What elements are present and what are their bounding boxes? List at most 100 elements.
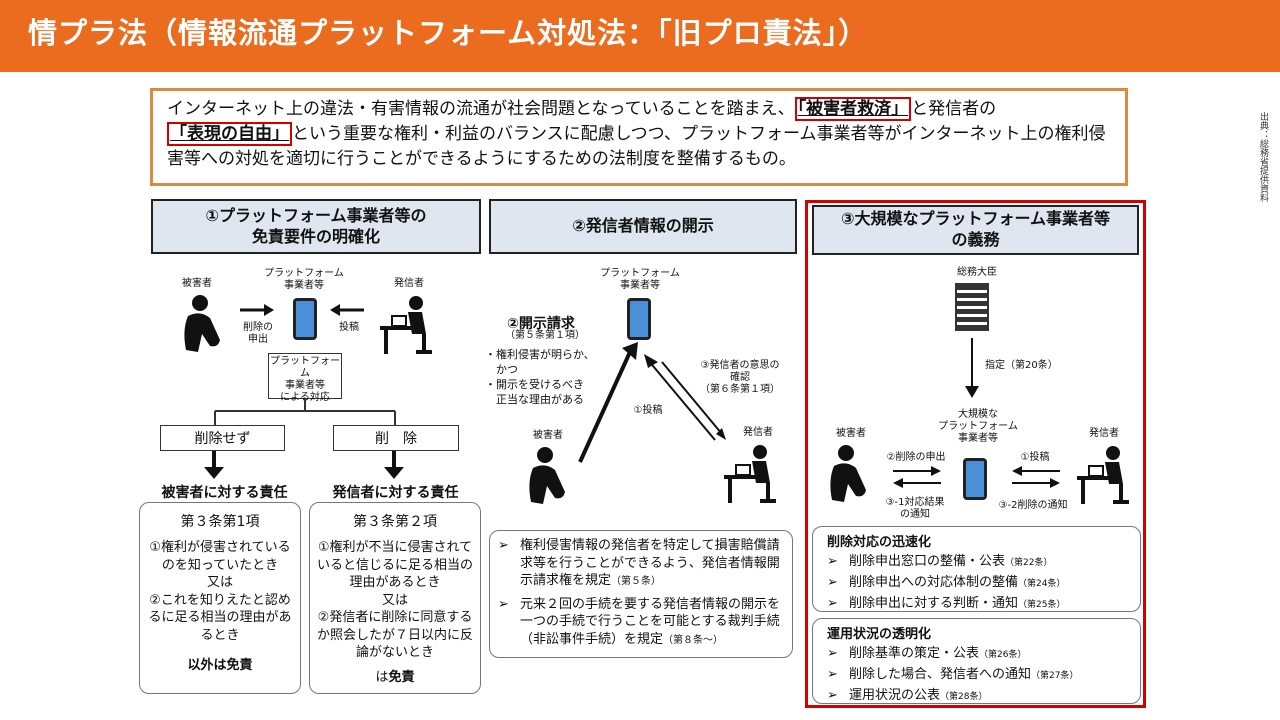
highlight-victim-relief: 「被害者救済」 <box>794 97 912 121</box>
result-notice-label: ③-1対応結果 の通知 <box>885 497 945 520</box>
minister-label: 総務大臣 <box>957 267 997 278</box>
source-note: 出典：総務省提供資料 <box>1258 112 1268 202</box>
intro-text-1: インターネット上の違法・有害情報の流通が社会問題となっていることを踏まえ、 <box>167 99 795 119</box>
speed-item: ➢ 削除申出への対応体制の整備（第24条） <box>827 573 1126 594</box>
checkmark-bullet-icon: ➢ <box>498 596 509 612</box>
article3-1-box: 第３条第1項 ①権利が侵害されているのを知っていたとき 又は ②これを知りえたと… <box>139 502 301 694</box>
highlight-freedom-expression: 「表現の自由」 <box>167 122 292 146</box>
page-header: 情プラ法（情報流通プラットフォーム対処法：「旧プロ責法」） <box>0 0 1280 72</box>
article3-1-body: ①権利が侵害されているのを知っていたとき 又は ②これを知りえたと認めるに足る相… <box>148 540 292 643</box>
exchange-arrows-icon <box>893 466 941 488</box>
arrow-icon <box>240 304 274 316</box>
person-at-desk-icon <box>380 296 432 354</box>
article3-2-title: 第３条第２項 <box>353 514 437 530</box>
section3-highlight-frame <box>805 200 1146 708</box>
delete-box: 削 除 <box>333 425 459 451</box>
page-title: 情プラ法（情報流通プラットフォーム対処法：「旧プロ責法」） <box>28 16 869 50</box>
checkmark-bullet-icon: ➢ <box>827 667 838 682</box>
disclosure-arrows <box>578 342 726 463</box>
transparency-item: ➢ 削除した場合、発信者への通知（第27条） <box>827 665 1126 686</box>
exchange-arrows-icon <box>1012 466 1060 488</box>
person-sitting-icon <box>830 445 866 502</box>
checkmark-bullet-icon: ➢ <box>827 646 838 661</box>
article3-1-title: 第３条第1項 <box>180 514 260 530</box>
s1-delete-request-label: 削除の 申出 <box>243 322 273 345</box>
speed-box: 削除対応の迅速化 ➢ 削除申出窓口の整備・公表（第22条） ➢ 削除申出への対応体制… <box>812 526 1141 612</box>
item-ref: （第28条） <box>940 692 988 702</box>
section3-title: ③大規模なプラットフォーム事業者等 の義務 <box>812 205 1139 255</box>
checkmark-bullet-icon: ➢ <box>827 688 838 703</box>
arrow-icon <box>330 304 364 316</box>
s2-post-label: ①投稿 <box>633 405 663 416</box>
no-delete-box: 削除せず <box>160 425 285 451</box>
transparency-box: 運用状況の透明化 ➢ 削除基準の策定・公表（第26条） ➢ 削除した場合、発信者への… <box>812 618 1141 704</box>
arrow-down-icon <box>384 451 404 479</box>
article3-1-footer: 以外は免責 <box>148 654 292 673</box>
checkmark-bullet-icon: ➢ <box>498 538 509 553</box>
disclosure-article-label: （第５条第１項） <box>505 330 585 341</box>
s3-delete-request-label: ②削除の申出 <box>886 452 946 463</box>
checkmark-bullet-icon: ➢ <box>827 554 838 569</box>
item-text: 削除申出窓口の整備・公表 <box>849 554 1006 569</box>
speed-title: 削除対応の迅速化 <box>827 535 932 550</box>
arrow-down-icon <box>965 338 979 398</box>
transparency-title: 運用状況の透明化 <box>827 627 932 642</box>
arrow-down-icon <box>204 451 224 479</box>
smartphone-icon <box>963 458 987 500</box>
designation-label: 指定（第20条） <box>985 360 1058 371</box>
s1-victim-label: 被害者 <box>182 278 212 289</box>
item-text: 削除基準の策定・公表 <box>849 646 980 661</box>
large-platform-label: 大規模な プラットフォーム 事業者等 <box>938 409 1018 444</box>
s1-platform-label: プラットフォーム 事業者等 <box>264 268 344 291</box>
checkmark-bullet-icon: ➢ <box>827 596 838 611</box>
smartphone-icon <box>627 298 651 340</box>
item-ref: （第27条） <box>1031 671 1079 681</box>
speed-item: ➢削除申出に対する判断・通知（第25条） <box>827 594 1126 615</box>
item-text: 削除申出への対応体制の整備 <box>849 575 1019 590</box>
speed-item: ➢ 削除申出窓口の整備・公表（第22条） <box>827 552 1126 573</box>
intro-text-2: と発信者の <box>911 99 997 119</box>
item-ref: （第26条） <box>979 650 1027 660</box>
building-icon <box>955 283 989 331</box>
article3-2-box: 第３条第２項 ①権利が不当に侵害されていると信じるに足る相当の理由があるとき 又… <box>309 502 481 694</box>
s1-sender-label: 発信者 <box>394 278 424 289</box>
s2-sender-label: 発信者 <box>743 427 773 438</box>
person-sitting-icon <box>184 295 220 352</box>
item-ref: （第22条） <box>1005 558 1053 568</box>
item-ref: （第24条） <box>1018 579 1066 589</box>
sender-confirmation-label: ③発信者の意思の 確認 （第６条第１項） <box>700 360 780 395</box>
checkmark-bullet-icon: ➢ <box>827 575 838 590</box>
item-text: 運用状況の公表 <box>849 688 941 703</box>
delete-notice-label: ③-2削除の通知 <box>998 500 1068 511</box>
person-at-desk-icon <box>724 445 776 503</box>
person-at-desk-icon <box>1077 446 1129 504</box>
s3-post-label: ①投稿 <box>1020 452 1050 463</box>
person-sitting-icon <box>529 447 565 504</box>
liability-sender-label: 発信者に対する責任 <box>332 485 459 501</box>
footer-exempt: は免責 <box>213 658 253 674</box>
point-ref: （第８条～） <box>663 634 724 646</box>
article3-2-footer: は免責 <box>316 666 474 685</box>
item-text: 削除した場合、発信者への通知 <box>849 667 1032 682</box>
transparency-item: ➢ 運用状況の公表（第28条） <box>827 686 1126 707</box>
point-ref: （第５条） <box>611 576 662 588</box>
s2-platform-label: プラットフォーム 事業者等 <box>600 268 680 291</box>
disclosure-point-1: ➢権利侵害情報の発信者を特定して損害賠償請求等を行うことができるよう、発信者情報… <box>498 537 784 590</box>
smartphone-icon <box>293 298 317 340</box>
intro-text-3: という重要な権利・利益のバランスに配慮しつつ、プラットフォーム事業者等がインター… <box>167 124 1106 169</box>
article3-2-body: ①権利が不当に侵害されていると信じるに足る相当の理由があるとき 又は ②発信者に… <box>316 540 473 661</box>
liability-victim-label: 被害者に対する責任 <box>161 485 288 501</box>
footer-exempt: 免責 <box>388 669 415 685</box>
s1-post-label: 投稿 <box>339 322 359 333</box>
branch-connector <box>214 399 396 425</box>
disclosure-conditions: ・権利侵害が明らか、 かつ ・開示を受けるべき 正当な理由がある <box>485 348 595 406</box>
section1-title: ①プラットフォーム事業者等の 免責要件の明確化 <box>151 199 481 254</box>
s3-sender-label: 発信者 <box>1089 428 1119 439</box>
item-text: 削除申出に対する判断・通知 <box>849 596 1019 611</box>
disclosure-point-2: ➢元来２回の手続を要する発信者情報の開示を一つの手続で行うことを可能とする裁判手… <box>498 596 784 649</box>
s1-response-box: プラットフォーム 事業者等 による対応 <box>268 353 342 403</box>
footer-wa: は <box>375 669 389 685</box>
transparency-item: ➢ 削除基準の策定・公表（第26条） <box>827 644 1126 665</box>
footer-except: 以外 <box>187 658 214 674</box>
disclosure-request-label: ②開示請求 <box>507 316 575 332</box>
